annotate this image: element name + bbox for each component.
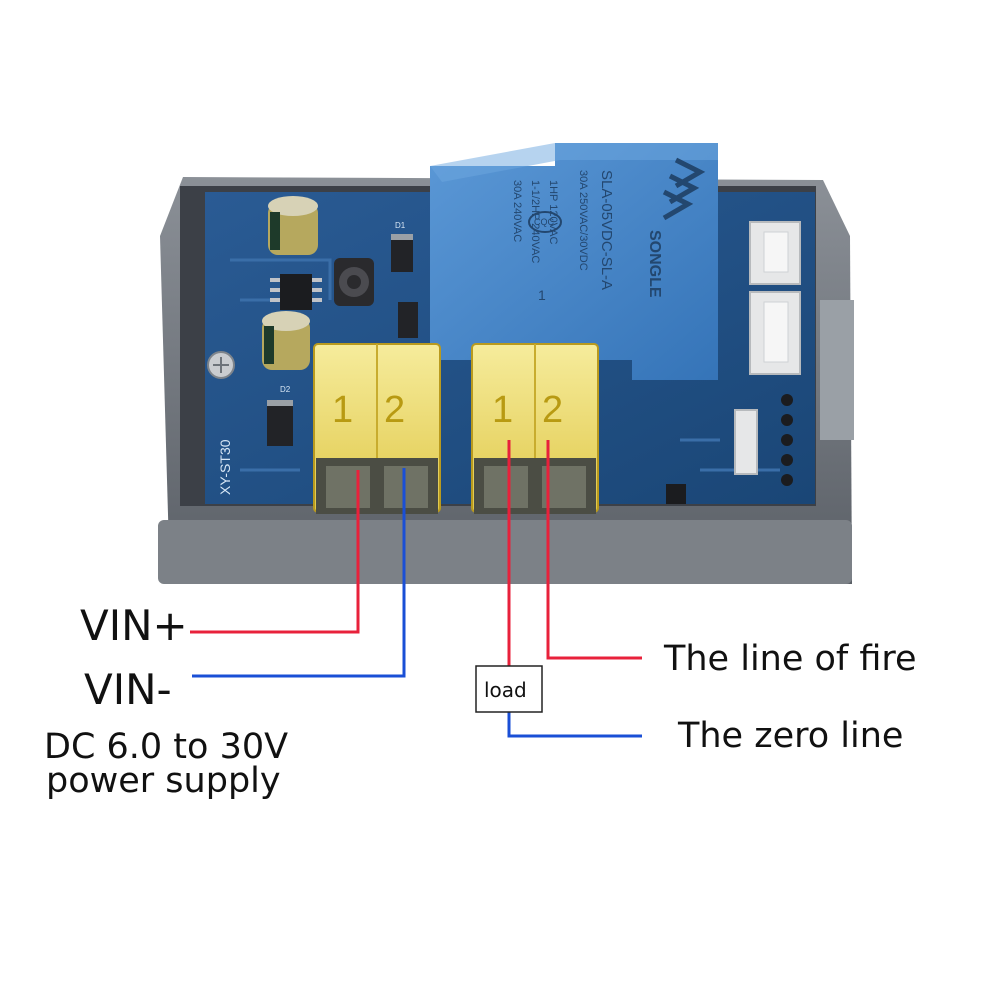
diode-d2 — [267, 400, 293, 446]
capacitor-top — [268, 196, 318, 255]
output-terminal-pin-1: 1 — [492, 389, 513, 431]
wire-fire-line — [546, 440, 642, 660]
ic-chip — [270, 274, 322, 310]
power-terminal-pin-2: 2 — [384, 389, 405, 431]
load-box: load — [475, 665, 543, 713]
relay-logo-icon — [662, 157, 706, 221]
fire-line-label: The line of fire — [663, 639, 917, 679]
vin-plus-label: VIN+ — [80, 601, 188, 650]
inductor — [334, 258, 374, 306]
capacitor-bottom — [262, 311, 310, 370]
connector-jst-bottom — [749, 291, 801, 375]
relay-model: SLA-05VDC-SL-A — [598, 170, 615, 290]
transistor — [666, 484, 686, 504]
relay-rating-4: 30A 240VAC — [511, 180, 523, 242]
cqc-badge: CQC — [528, 211, 562, 233]
board-model-label: XY-ST30 — [217, 439, 233, 495]
load-label: load — [484, 678, 527, 702]
power-terminal-pin-1: 1 — [332, 389, 353, 431]
wire-vin-negative — [192, 468, 406, 678]
power-terminal-block: 1 2 — [313, 343, 441, 514]
relay-pin-number: 1 — [538, 287, 546, 303]
diode-small — [398, 302, 418, 338]
relay-rating-3: 1-1/2HP 240VAC — [529, 180, 541, 263]
power-note-line2: power supply — [46, 761, 281, 801]
diode-label-d2: D2 — [280, 385, 291, 394]
relay: SONGLE SLA-05VDC-SL-A 30A 250VAC/30VDC 1… — [430, 143, 718, 380]
output-terminal-pin-2: 2 — [542, 389, 563, 431]
header-pins — [781, 394, 793, 486]
vin-minus-label: VIN- — [84, 665, 172, 714]
zero-line-label: The zero line — [677, 716, 903, 756]
connector-small — [734, 409, 758, 475]
output-terminal-block: 1 2 — [471, 343, 599, 514]
svg-text:CQC: CQC — [534, 217, 555, 227]
wire-zero-line — [507, 712, 642, 738]
wire-vin-positive — [190, 470, 360, 634]
relay-brand: SONGLE — [646, 230, 663, 298]
diode-label-d1: D1 — [395, 221, 406, 230]
relay-rating-1: 30A 250VAC/30VDC — [577, 170, 589, 271]
diode-d1 — [391, 234, 413, 272]
power-note-line1: DC 6.0 to 30V — [44, 727, 288, 767]
connector-jst-top — [749, 221, 801, 285]
